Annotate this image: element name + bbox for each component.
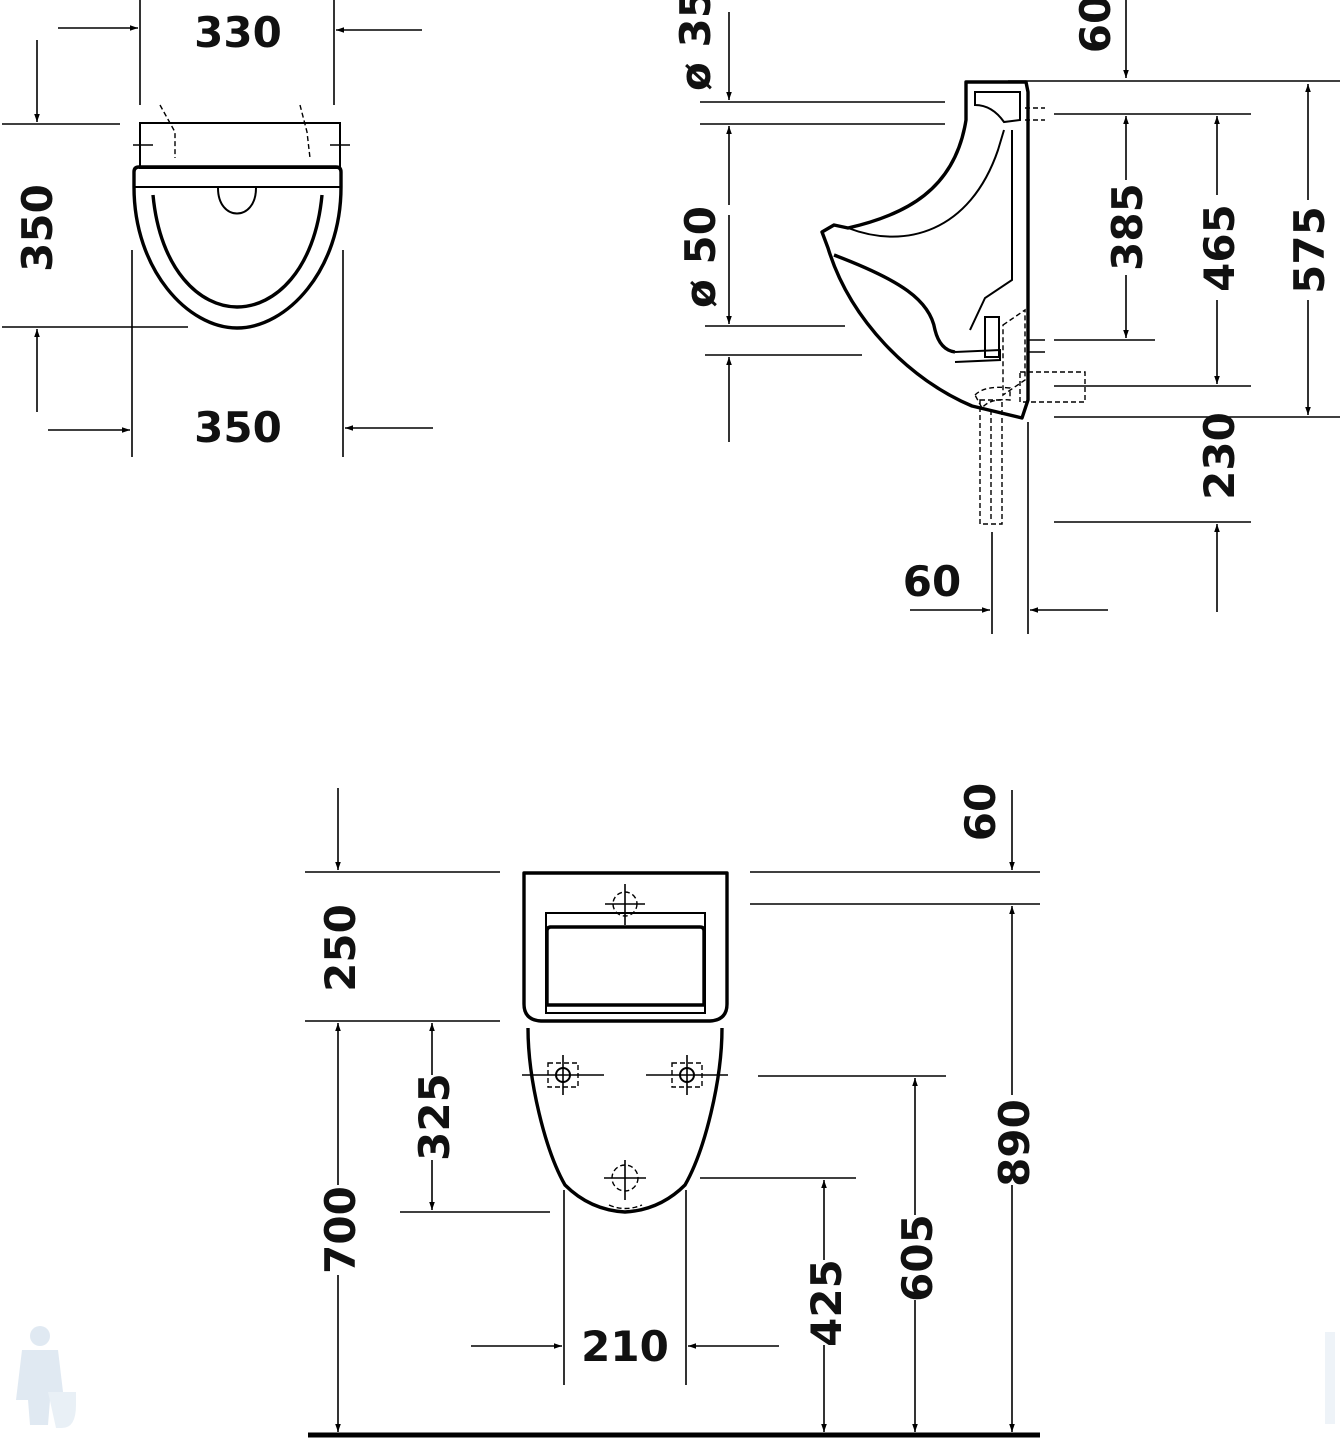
- front-view-dimension-210: 210: [471, 1190, 779, 1385]
- dim-inlet-diameter: ø 35: [671, 0, 720, 91]
- front-view-dimension-890: 890: [990, 906, 1039, 1432]
- dim-outlet-diameter: ø 50: [676, 206, 725, 308]
- side-view-dimension-diameter-50: ø 50: [676, 206, 862, 442]
- front-view-dimension-325: 325: [400, 1023, 550, 1213]
- side-view-dimension-385: 385: [1054, 113, 1251, 341]
- top-view-dimension-350-depth: 350: [2, 40, 188, 412]
- front-view-dimension-605: 605: [758, 1075, 946, 1432]
- watermark-plumber-logo: [16, 1326, 76, 1428]
- side-view-dimension-575: 575: [1054, 84, 1340, 418]
- dim-outlet-height-465: 465: [1195, 204, 1244, 292]
- side-view-dimension-465: 465: [1054, 116, 1251, 387]
- top-view-dimension-350-width: 350: [48, 250, 433, 457]
- side-view: 60 ø 35 ø 50 385 465: [671, 0, 1340, 634]
- dim-front-top-offset-60: 60: [956, 783, 1005, 841]
- dim-total-height-575: 575: [1285, 206, 1334, 294]
- side-view-dimension-diameter-35: ø 35: [671, 0, 945, 205]
- dim-bottom-width-350: 350: [194, 403, 282, 452]
- front-view-dimension-250: 250: [305, 788, 500, 1022]
- front-view: 60 250 700 325 210: [305, 783, 1040, 1438]
- side-view-outline: [820, 80, 1086, 525]
- watermark-side-text: [1325, 1332, 1335, 1424]
- front-view-dimension-700: 700: [316, 1023, 365, 1432]
- dim-top-depth-350: 350: [13, 184, 62, 272]
- dim-lower-height-700: 700: [316, 1186, 365, 1274]
- top-view-dimension-330: 330: [58, 0, 422, 105]
- front-view-dimension-60: 60: [750, 783, 1040, 905]
- dim-drain-offset-60: 60: [903, 557, 961, 606]
- top-view-outline: [132, 104, 350, 330]
- dim-fixing-spacing-325: 325: [410, 1073, 459, 1161]
- side-view-dimension-230: 230: [1054, 412, 1251, 612]
- side-view-dimension-60-top: 60: [1008, 0, 1340, 82]
- dim-front-total-height-890: 890: [990, 1099, 1039, 1187]
- dim-inlet-height-385: 385: [1103, 183, 1152, 271]
- dim-side-fixing-height-605: 605: [893, 1214, 942, 1302]
- dim-top-width-330: 330: [194, 8, 282, 57]
- dim-side-top-offset-60: 60: [1071, 0, 1120, 53]
- front-view-dimension-425: 425: [700, 1177, 856, 1432]
- top-view: 330 350 350: [2, 0, 433, 457]
- dim-drain-drop-230: 230: [1195, 412, 1244, 500]
- side-view-dimension-60-drain: 60: [903, 422, 1108, 634]
- front-view-outline: [522, 871, 729, 1214]
- dim-bottom-width-210: 210: [581, 1322, 669, 1371]
- dim-lower-fixing-height-425: 425: [802, 1259, 851, 1347]
- dim-upper-height-250: 250: [316, 904, 365, 992]
